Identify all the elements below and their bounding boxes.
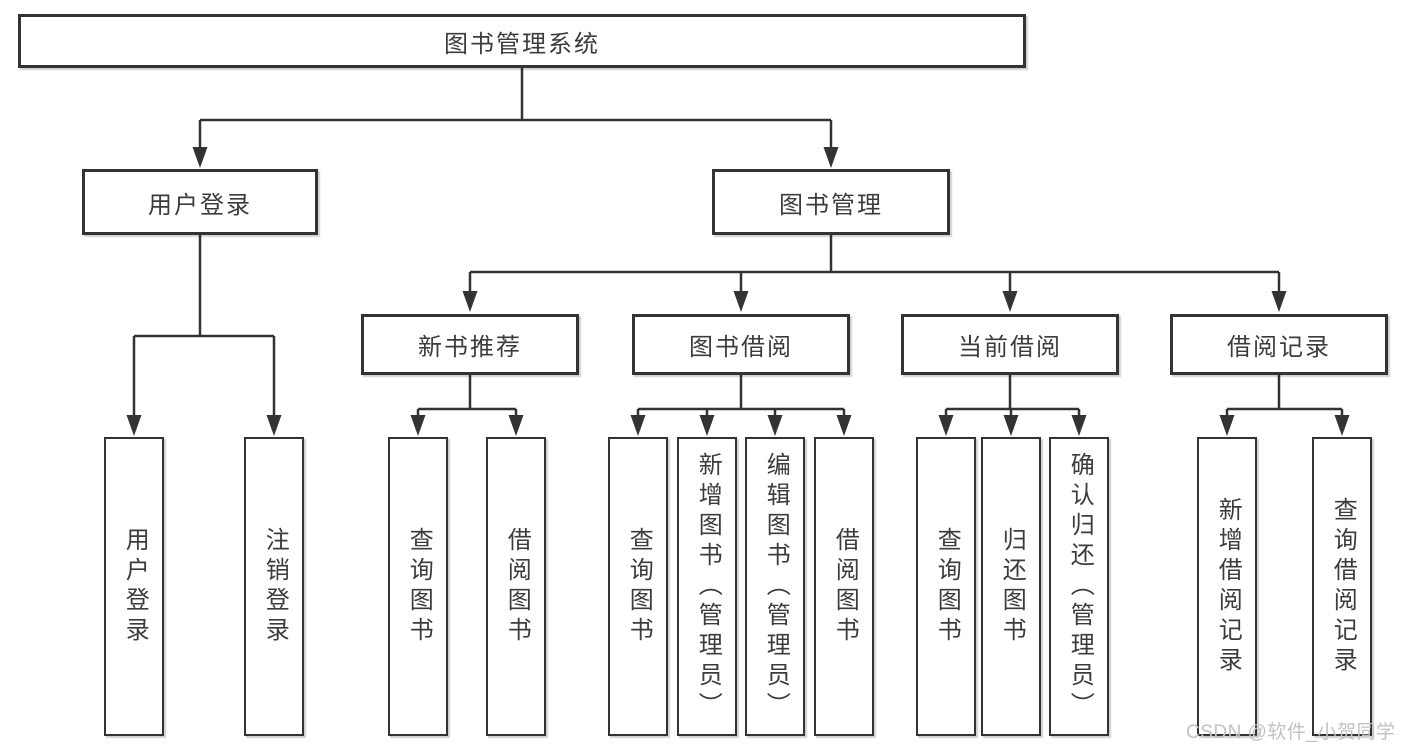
arrow-down-icon xyxy=(1334,415,1350,436)
node-root-label: 图书管理系统 xyxy=(444,30,600,58)
connector-userlogin-to-leaves xyxy=(132,235,276,418)
leaf-confirm-return-admin-label: 确认归还（管理员） xyxy=(1066,451,1094,722)
leaf-add-books-admin: 新增图书（管理员） xyxy=(677,437,737,736)
node-book-management-label: 图书管理 xyxy=(779,191,883,219)
arrow-down-icon xyxy=(266,415,282,436)
arrow-down-icon xyxy=(462,291,478,312)
leaf-borrow-books: 借阅图书 xyxy=(814,437,874,736)
node-current-borrow-label: 当前借阅 xyxy=(958,334,1062,361)
arrow-down-icon xyxy=(410,415,426,436)
leaf-edit-books-admin: 编辑图书（管理员） xyxy=(745,437,805,736)
connector-newrec-to-leaves xyxy=(416,375,518,418)
leaf-query-books-recommend-label: 查询图书 xyxy=(405,526,433,647)
node-book-borrow: 图书借阅 xyxy=(632,314,850,375)
leaf-query-books-borrow: 查询图书 xyxy=(608,437,668,736)
node-new-book-recommend-label: 新书推荐 xyxy=(418,334,522,361)
connector-records-to-leaves xyxy=(1225,375,1344,418)
arrow-down-icon xyxy=(1071,415,1087,436)
leaf-return-books-label: 归还图书 xyxy=(998,526,1026,647)
node-borrow-records-label: 借阅记录 xyxy=(1227,334,1331,361)
leaf-user-login-label: 用户登录 xyxy=(121,526,149,647)
arrow-down-icon xyxy=(1003,415,1019,436)
node-user-login-label: 用户登录 xyxy=(148,191,252,219)
arrow-down-icon xyxy=(630,415,646,436)
watermark: CSDN @软件_小贺同学 xyxy=(1186,722,1396,743)
leaf-query-books-recommend: 查询图书 xyxy=(388,437,448,736)
arrow-down-icon xyxy=(836,415,852,436)
arrow-down-icon xyxy=(1002,291,1018,312)
connector-root-to-level2 xyxy=(198,68,833,150)
leaf-return-books: 归还图书 xyxy=(981,437,1041,736)
arrow-down-icon xyxy=(938,415,954,436)
leaf-borrow-books-recommend: 借阅图书 xyxy=(486,437,546,736)
node-new-book-recommend: 新书推荐 xyxy=(361,314,579,375)
leaf-logout-label: 注销登录 xyxy=(261,526,289,647)
leaf-add-books-admin-label: 新增图书（管理员） xyxy=(694,451,722,722)
leaf-borrow-books-recommend-label: 借阅图书 xyxy=(503,526,531,647)
leaf-confirm-return-admin: 确认归还（管理员） xyxy=(1049,437,1109,736)
leaf-query-books-current: 查询图书 xyxy=(916,437,976,736)
leaf-query-books-current-label: 查询图书 xyxy=(933,526,961,647)
node-book-management: 图书管理 xyxy=(712,169,950,235)
arrow-down-icon xyxy=(733,291,749,312)
arrow-down-icon xyxy=(767,415,783,436)
connector-bookmgmt-to-level3 xyxy=(468,235,1281,295)
node-book-borrow-label: 图书借阅 xyxy=(689,334,793,361)
arrow-down-icon xyxy=(1271,291,1287,312)
leaf-logout: 注销登录 xyxy=(244,437,304,736)
arrow-down-icon xyxy=(126,415,142,436)
arrowheads xyxy=(126,147,1350,436)
node-root: 图书管理系统 xyxy=(18,14,1026,68)
connector-currentborrow-to-leaves xyxy=(944,375,1081,418)
node-borrow-records: 借阅记录 xyxy=(1170,314,1388,375)
node-current-borrow: 当前借阅 xyxy=(901,314,1119,375)
arrow-down-icon xyxy=(508,415,524,436)
leaf-query-books-borrow-label: 查询图书 xyxy=(625,526,653,647)
leaf-query-borrow-record-label: 查询借阅记录 xyxy=(1329,496,1357,677)
leaf-edit-books-admin-label: 编辑图书（管理员） xyxy=(762,451,790,722)
arrow-down-icon xyxy=(699,415,715,436)
arrow-down-icon xyxy=(823,147,839,168)
leaf-query-borrow-record: 查询借阅记录 xyxy=(1312,437,1372,736)
arrow-down-icon xyxy=(192,147,208,168)
arrow-down-icon xyxy=(1219,415,1235,436)
node-user-login: 用户登录 xyxy=(82,169,318,235)
leaf-add-borrow-record: 新增借阅记录 xyxy=(1197,437,1257,736)
leaf-borrow-books-label: 借阅图书 xyxy=(831,526,859,647)
leaf-add-borrow-record-label: 新增借阅记录 xyxy=(1214,496,1242,677)
leaf-user-login: 用户登录 xyxy=(104,437,164,736)
connector-bookborrow-to-leaves xyxy=(636,375,846,418)
